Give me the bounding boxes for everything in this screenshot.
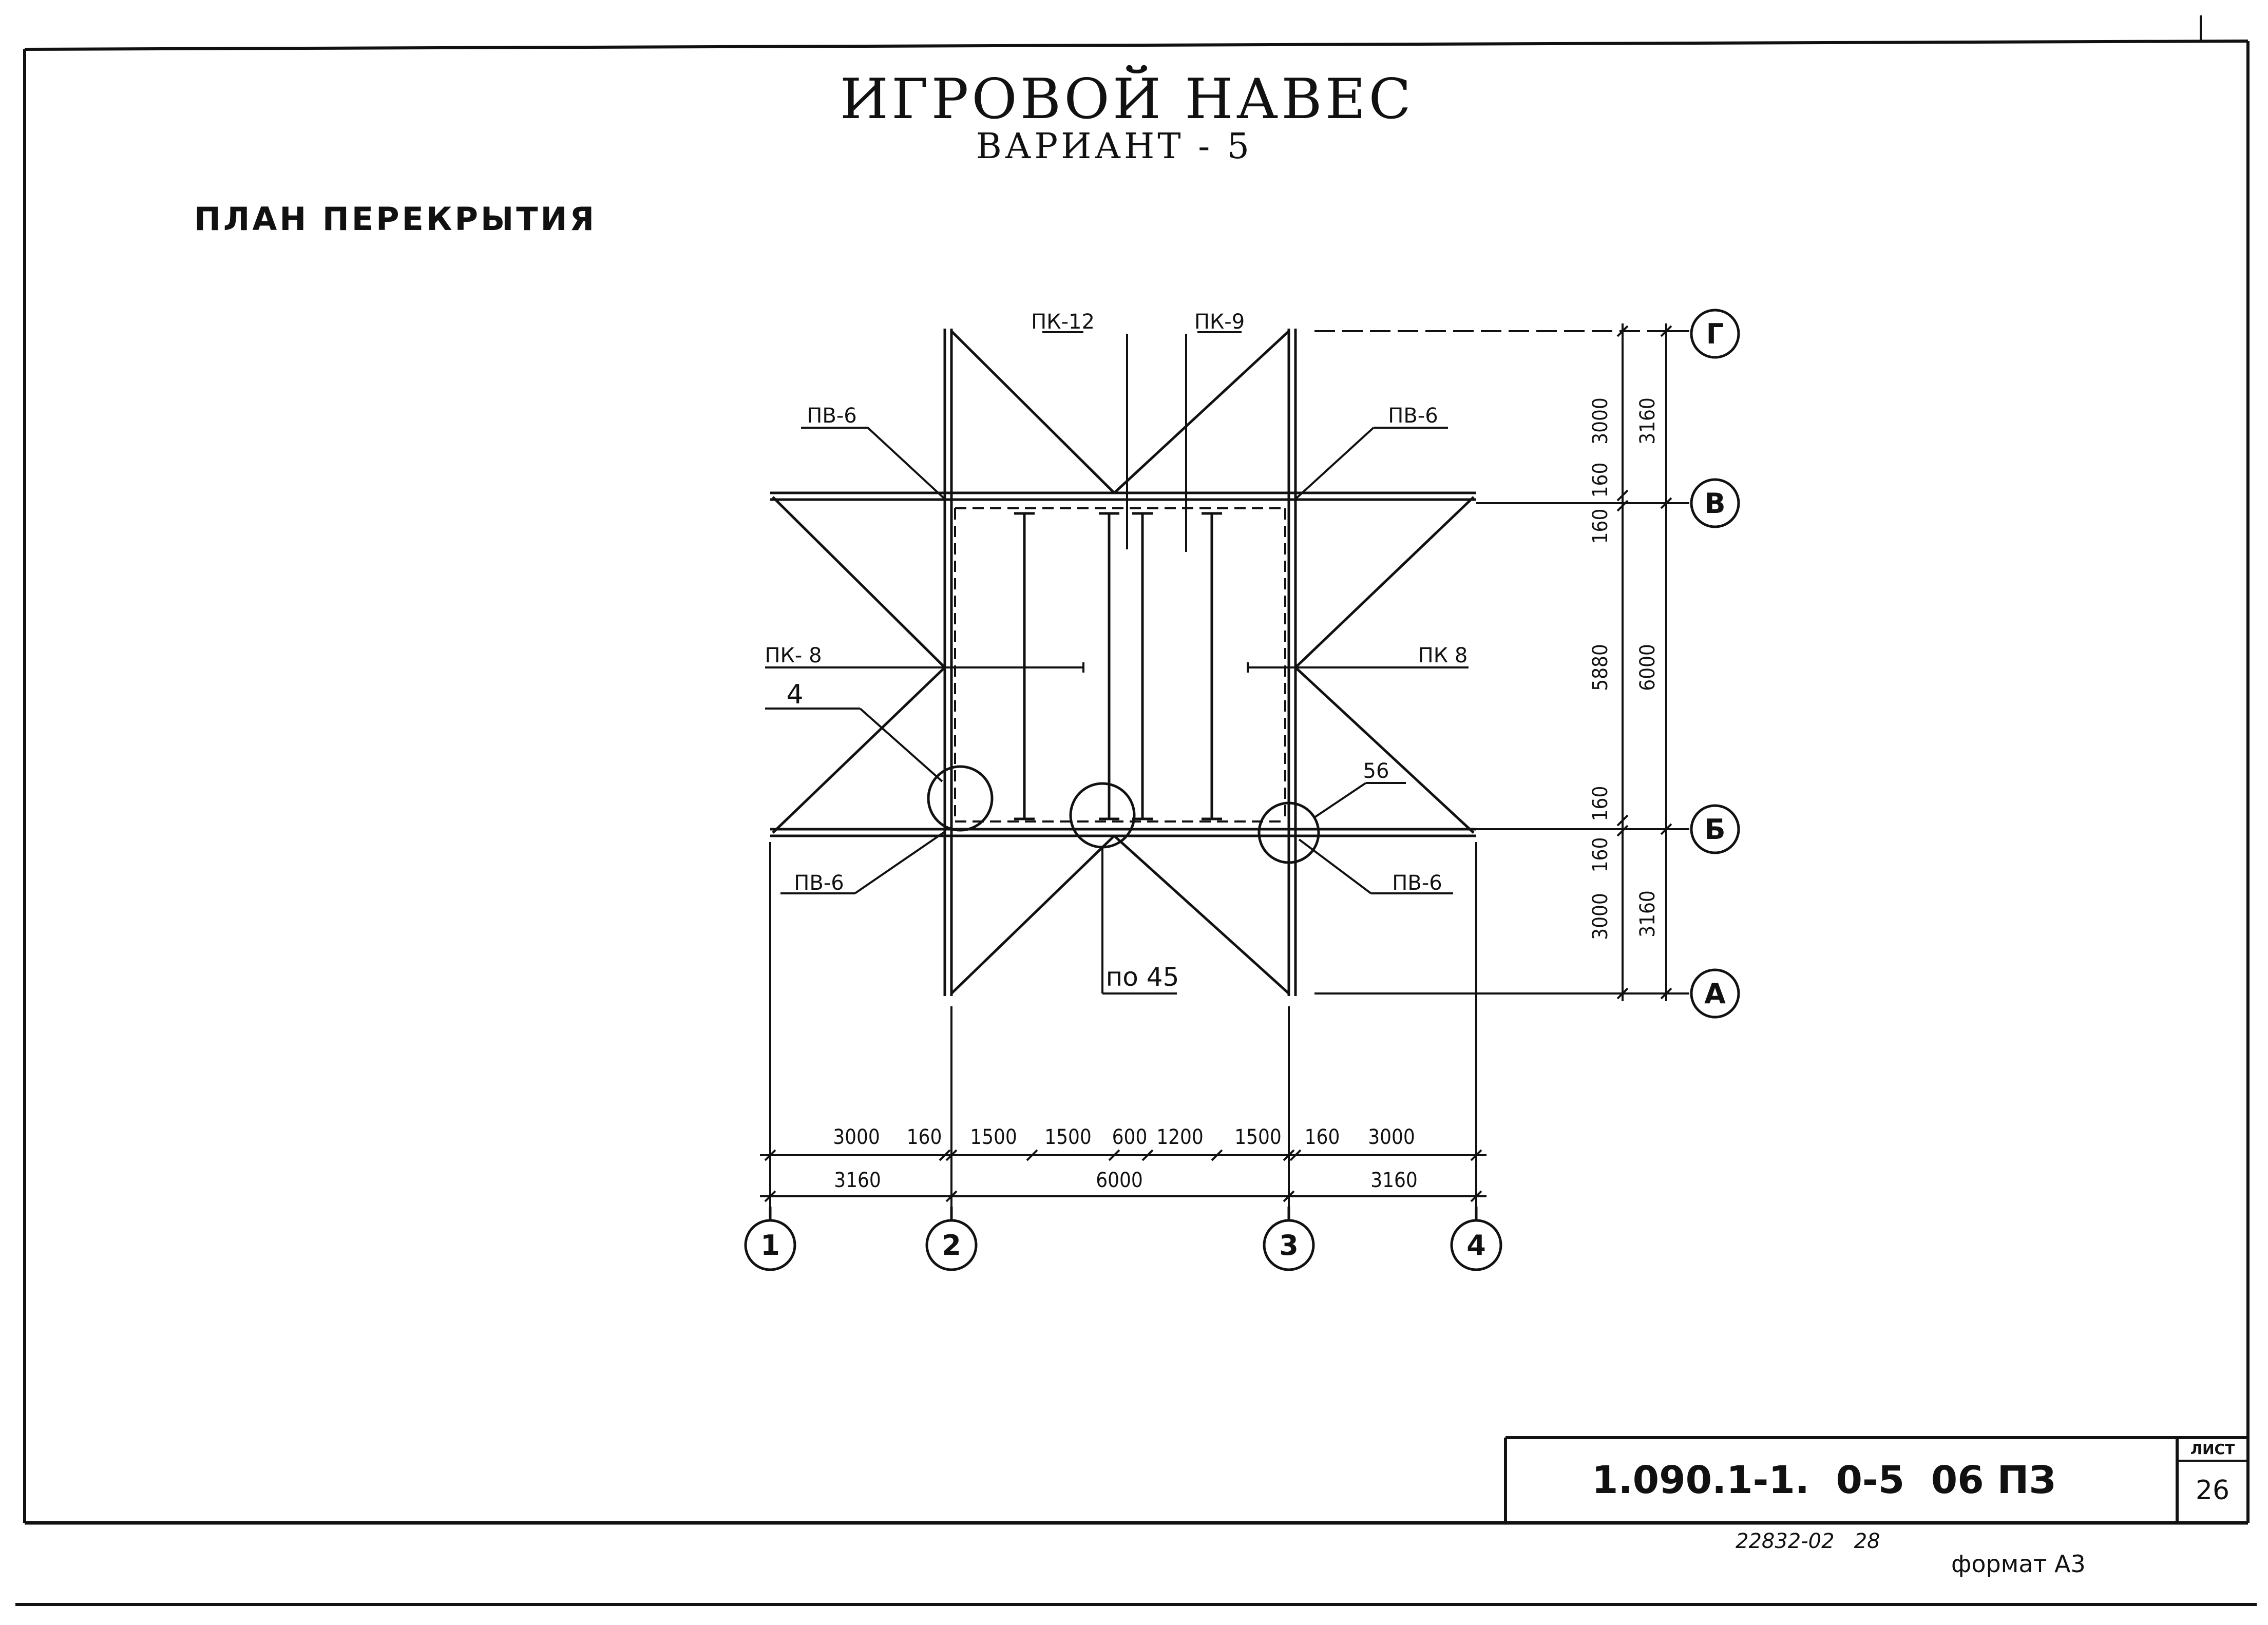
dim-bottom-total-2: 6000: [1096, 1169, 1143, 1192]
inventory-number: 22832-02 28: [1736, 1530, 1880, 1553]
dim-bottom-1: 3000: [833, 1125, 880, 1149]
axis-col-1: 1: [760, 1229, 780, 1261]
dim-right-2: 160: [1589, 463, 1612, 498]
leader-lines: [765, 331, 1469, 995]
dim-right-total-2: 6000: [1636, 644, 1660, 691]
label-pv6-top-left: ПВ-6: [807, 404, 856, 428]
drawing-title: ИГРОВОЙ НАВЕС: [840, 65, 1414, 131]
dim-right-7: 3000: [1589, 893, 1612, 940]
label-pk8-right: ПК 8: [1418, 644, 1468, 667]
label-pk8-left: ПК- 8: [765, 644, 822, 667]
dim-bottom-7: 1500: [1234, 1125, 1282, 1149]
column-axis-markers: [744, 1207, 1502, 1271]
dim-bottom-total-3: 3160: [1370, 1169, 1418, 1192]
sheet-number: 26: [2196, 1475, 2229, 1506]
row-axis-markers: [1690, 309, 1740, 1019]
sheet-label: ЛИСТ: [2190, 1441, 2235, 1458]
dim-right-4: 5880: [1589, 644, 1612, 691]
label-node-56: 56: [1363, 759, 1389, 783]
paper-format: формат А3: [1951, 1550, 2086, 1578]
axis-row-v: В: [1704, 487, 1725, 520]
dim-right-total-3: 3160: [1636, 890, 1660, 938]
title-block: [1504, 1436, 2248, 1523]
axis-col-2: 2: [942, 1229, 961, 1261]
label-node-4: 4: [786, 679, 803, 710]
axis-row-a: А: [1704, 978, 1726, 1010]
dim-bottom-4: 1500: [1044, 1125, 1092, 1149]
axis-row-g: Г: [1706, 318, 1724, 350]
document-code: 1.090.1-1. 0-5 06 ПЗ: [1592, 1458, 2056, 1502]
label-pk9: ПК-9: [1194, 310, 1245, 334]
roof-plan: [770, 329, 1476, 996]
dim-right-6: 160: [1589, 837, 1612, 873]
dim-right-1: 3000: [1589, 397, 1612, 445]
sheet-frame: [15, 15, 2257, 1606]
right-dimension-lines: [1314, 323, 1689, 1001]
dim-bottom-2: 160: [907, 1125, 942, 1149]
label-po45: по 45: [1106, 962, 1179, 992]
section-title: ПЛАН ПЕРЕКРЫТИЯ: [194, 200, 597, 238]
bottom-dimension-lines: [760, 842, 1486, 1207]
dim-right-3: 160: [1589, 509, 1612, 544]
dim-right-total-1: 3160: [1636, 397, 1660, 445]
label-pk12: ПК-12: [1031, 310, 1095, 334]
dim-right-5: 160: [1589, 786, 1612, 821]
axis-col-3: 3: [1279, 1229, 1299, 1261]
label-pv6-top-right: ПВ-6: [1388, 404, 1438, 428]
dim-bottom-8: 160: [1305, 1125, 1340, 1149]
dim-bottom-total-1: 3160: [834, 1169, 881, 1192]
dim-bottom-9: 3000: [1368, 1125, 1415, 1149]
label-pv6-bottom-right: ПВ-6: [1392, 871, 1442, 895]
dim-bottom-6: 1200: [1156, 1125, 1204, 1149]
axis-row-b: Б: [1704, 813, 1725, 846]
dim-bottom-3: 1500: [970, 1125, 1017, 1149]
drawing-subtitle: ВАРИАНТ - 5: [976, 126, 1252, 167]
axis-col-4: 4: [1466, 1229, 1486, 1261]
dim-bottom-5: 600: [1112, 1125, 1148, 1149]
label-pv6-bottom-left: ПВ-6: [794, 871, 844, 895]
